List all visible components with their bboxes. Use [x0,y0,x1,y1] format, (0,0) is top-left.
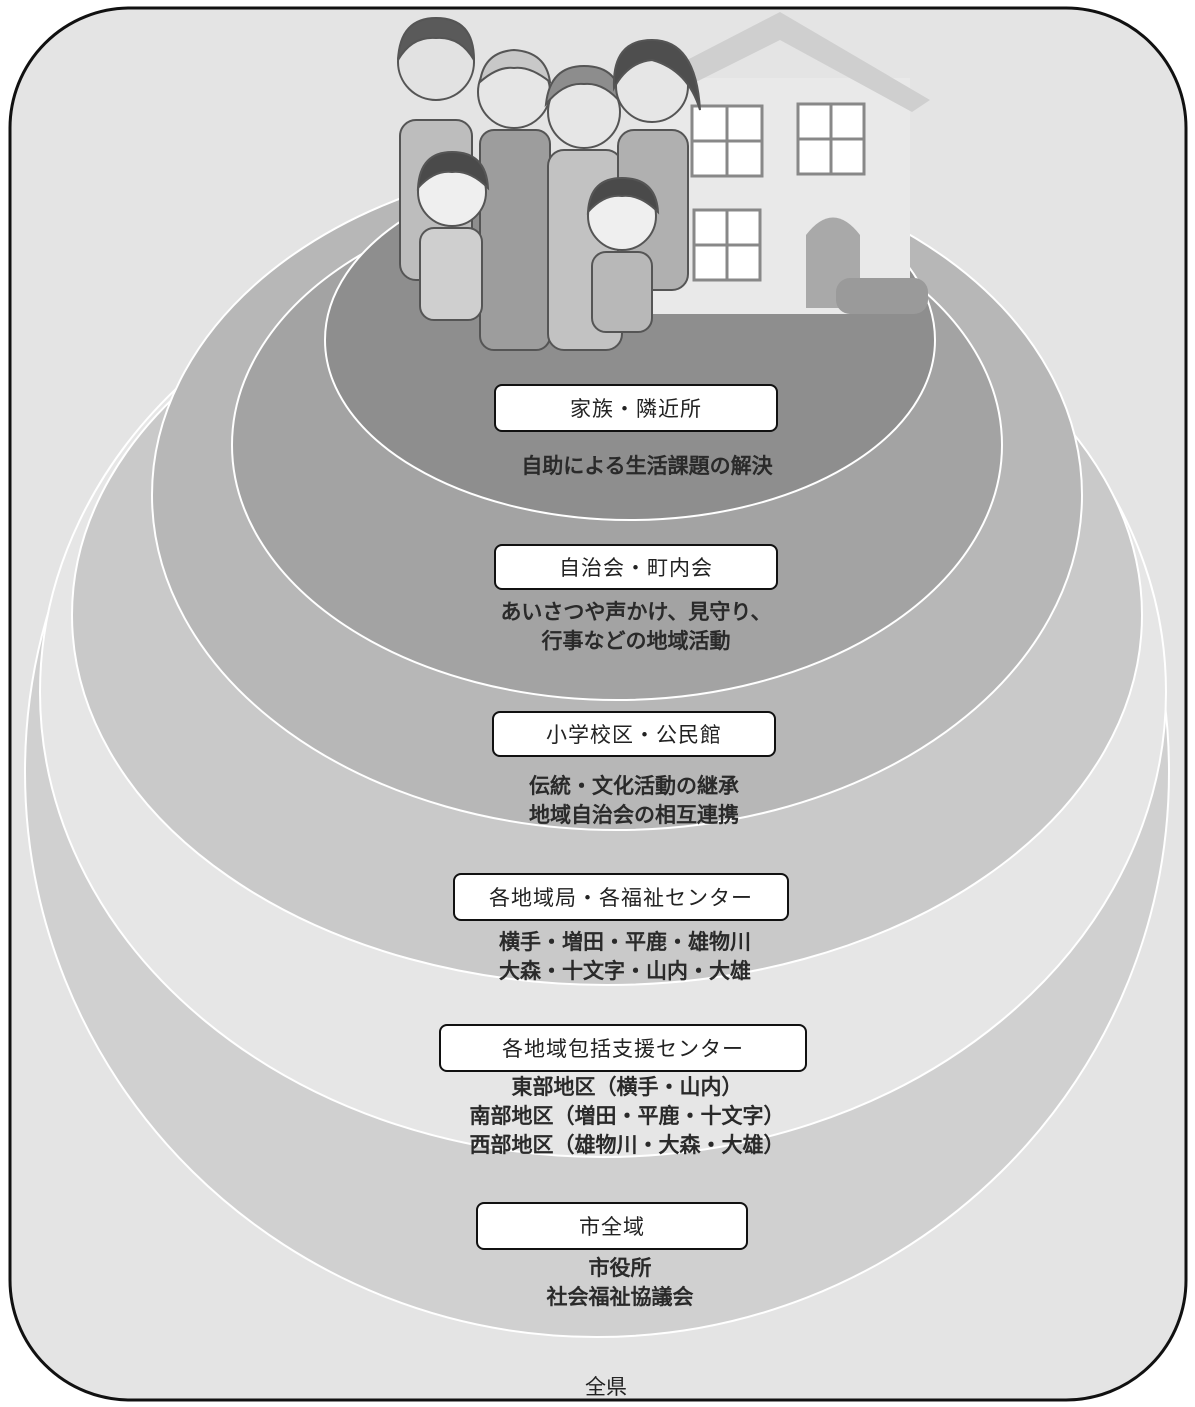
family-people-icon [397,16,701,351]
town-label: 自治会・町内会 [494,544,778,590]
town-description-line-1: あいさつや声かけ、見守り、 [500,600,772,624]
family-house-illustration [397,12,930,351]
prefecture-label: 全県 [585,1375,627,1399]
family-description: 自助による生活課題の解決 [497,452,797,481]
office-label: 各地域局・各福祉センター [453,873,789,921]
family-label: 家族・隣近所 [494,384,778,432]
town-description: あいさつや声かけ、見守り、 行事などの地域活動 [486,598,786,656]
support-label: 各地域包括支援センター [439,1024,807,1072]
family-description-line-1: 自助による生活課題の解決 [521,454,773,478]
school-label: 小学校区・公民館 [492,711,776,757]
city-description-line-1: 市役所 [588,1256,652,1280]
support-description-line-3: 西部地区（雄物川・大森・大雄） [469,1133,785,1157]
support-description-line-2: 南部地区（増田・平鹿・十文字） [469,1104,785,1128]
school-description-line-2: 地域自治会の相互連携 [529,803,739,827]
office-description-line-2: 大森・十文字・山内・大雄 [499,959,751,983]
city-label: 市全域 [476,1202,748,1250]
office-description-line-1: 横手・増田・平鹿・雄物川 [499,930,751,954]
support-description-line-1: 東部地区（横手・山内） [511,1075,743,1099]
support-description: 東部地区（横手・山内） 南部地区（増田・平鹿・十文字） 西部地区（雄物川・大森・… [462,1073,792,1160]
city-description-line-2: 社会福祉協議会 [546,1285,694,1309]
town-description-line-2: 行事などの地域活動 [541,629,731,653]
school-description: 伝統・文化活動の継承 地域自治会の相互連携 [484,772,784,830]
school-description-line-1: 伝統・文化活動の継承 [529,774,739,798]
office-description: 横手・増田・平鹿・雄物川 大森・十文字・山内・大雄 [475,928,775,986]
city-description: 市役所 社会福祉協議会 [470,1254,770,1312]
